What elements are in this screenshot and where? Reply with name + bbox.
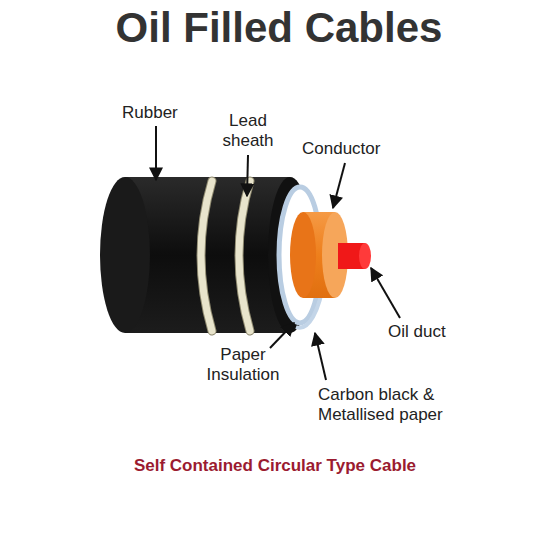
leader-arrows (156, 126, 400, 380)
part-label: Oil duct (388, 322, 488, 342)
part-label: Lead sheath (214, 111, 282, 151)
title: Oil Filled Cables (4, 4, 550, 52)
caption: Self Contained Circular Type Cable (60, 456, 490, 476)
lead-sheath-bands (201, 181, 250, 331)
paper-insulation (279, 187, 321, 323)
part-label: Carbon black & Metallised paper (318, 385, 468, 425)
oil-duct (338, 243, 371, 269)
part-label: Conductor (302, 139, 412, 159)
part-label: Paper Insulation (196, 345, 290, 385)
part-label: Rubber (122, 103, 212, 123)
